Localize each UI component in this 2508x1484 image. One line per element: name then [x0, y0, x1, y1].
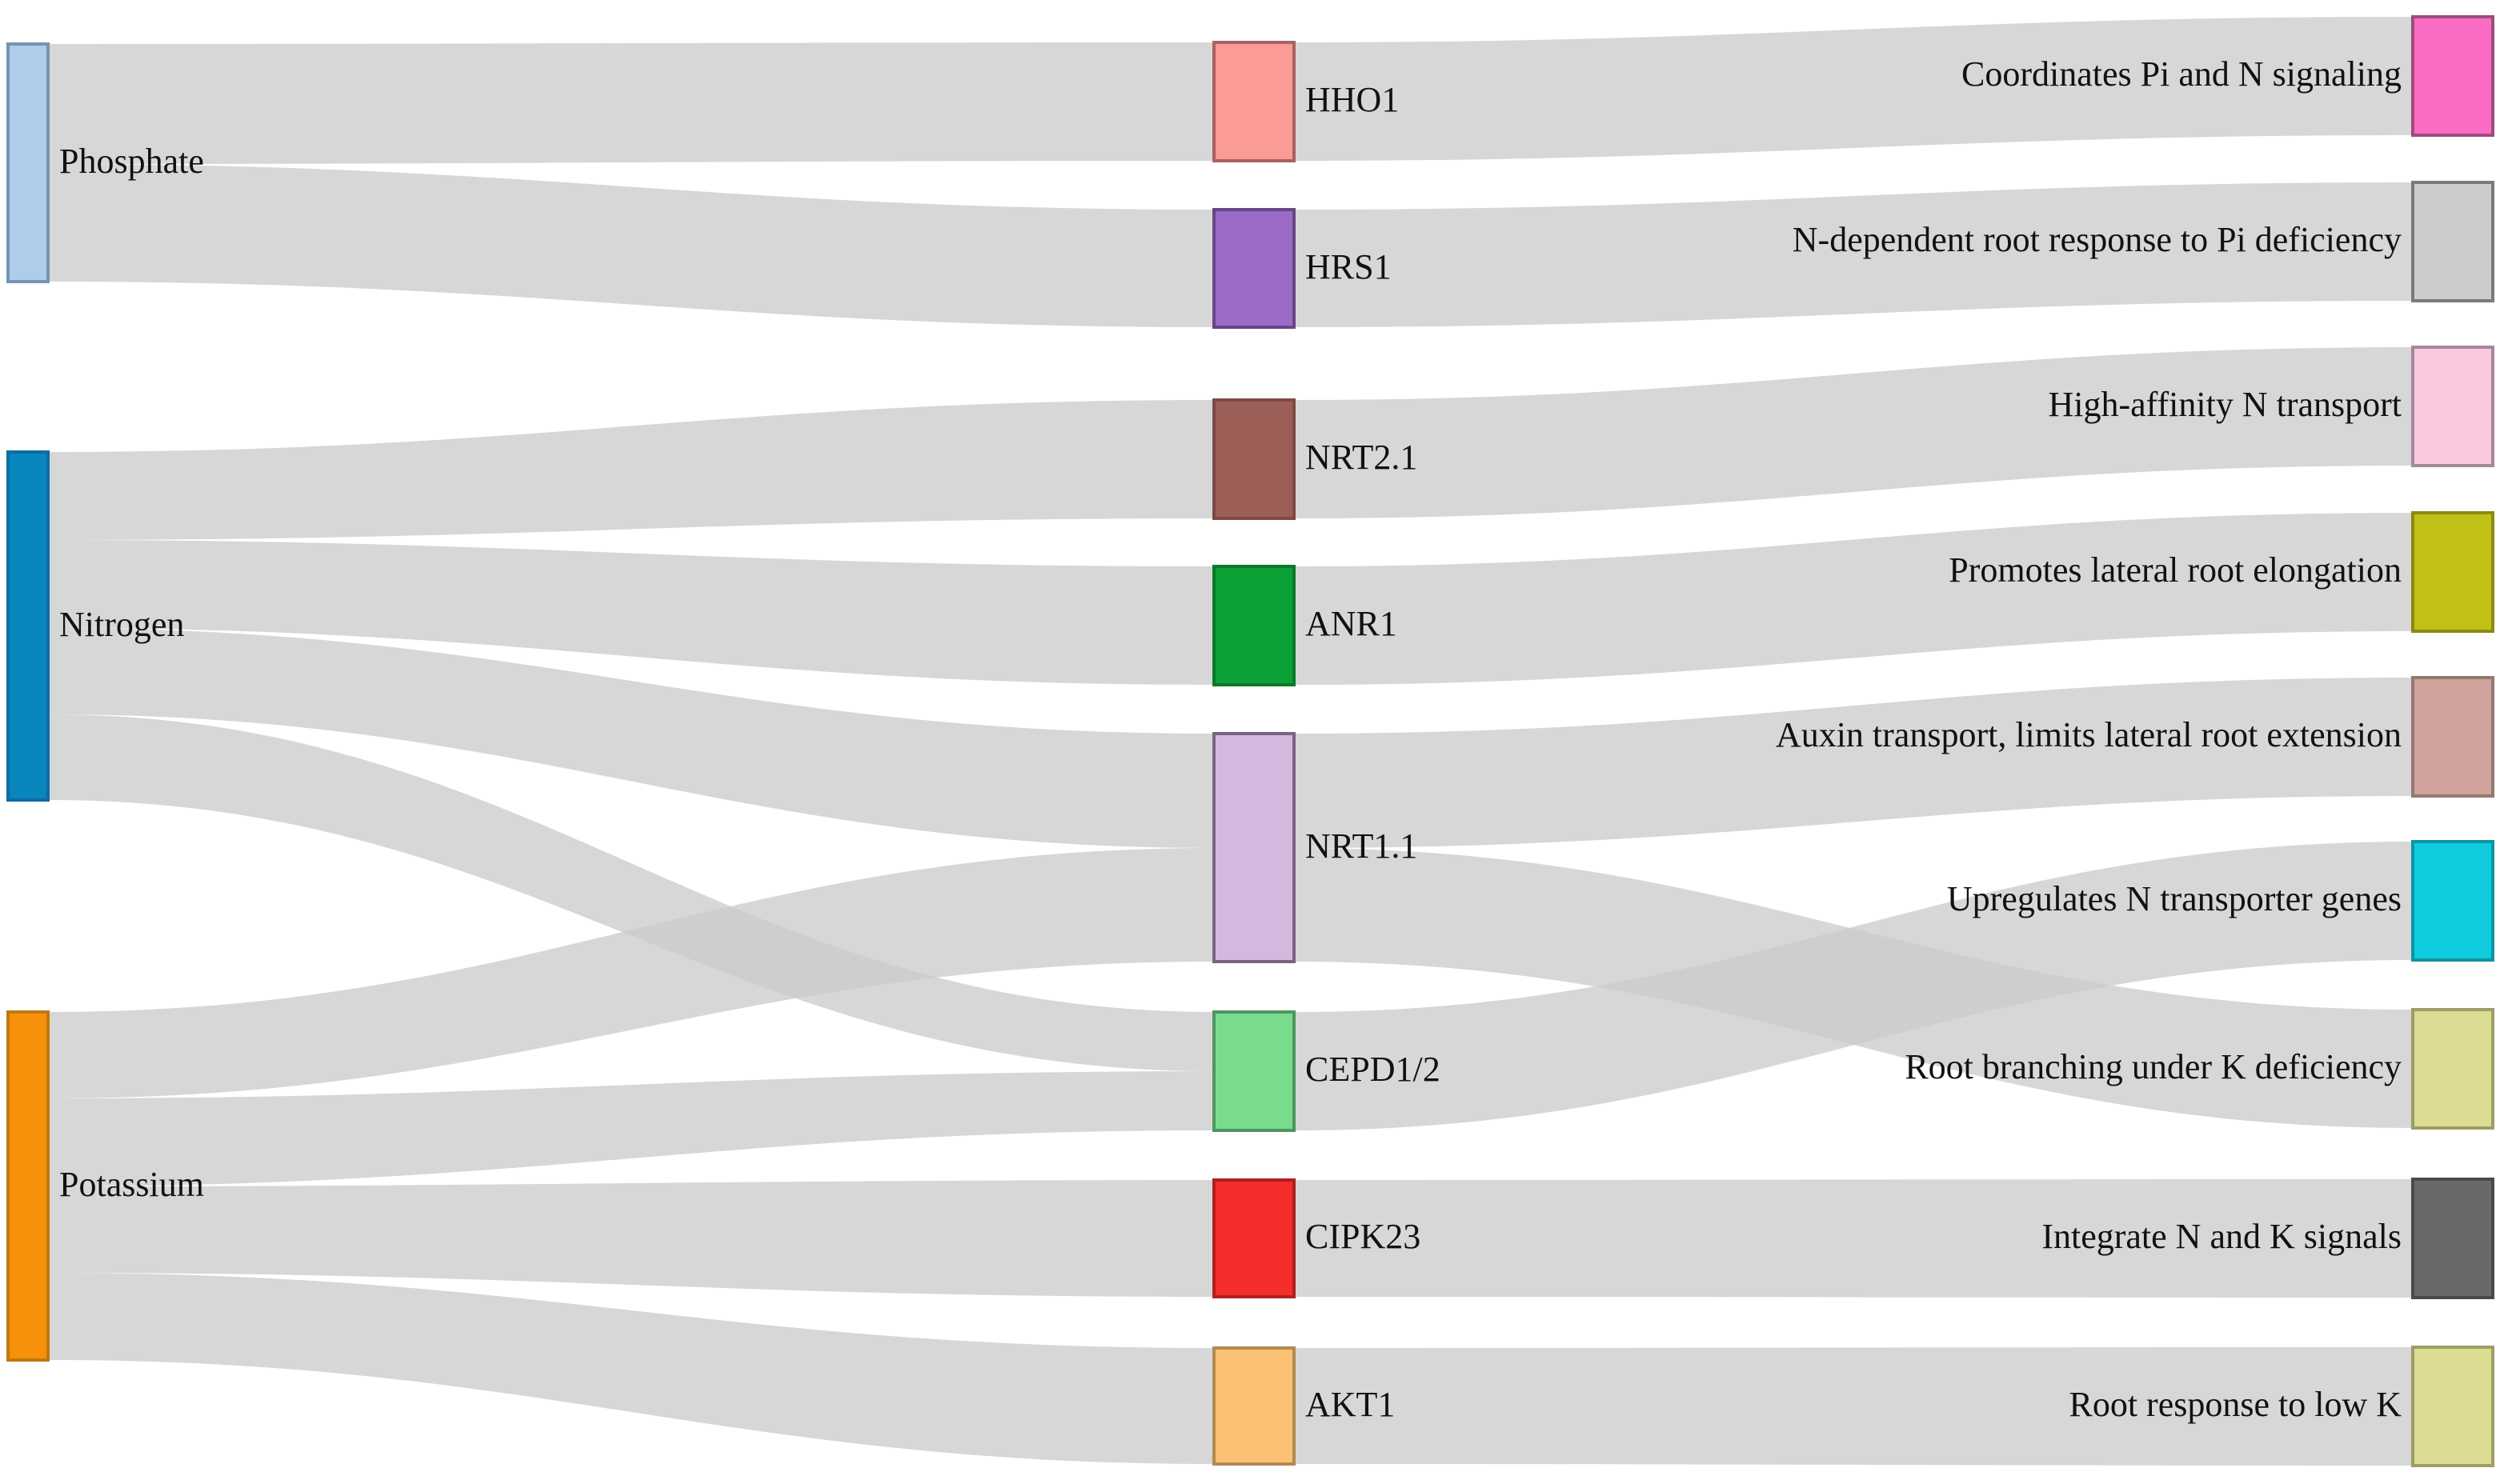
sankey-node-label: NRT2.1: [1305, 438, 1418, 477]
sankey-node-label: Integrate N and K signals: [2041, 1217, 2402, 1256]
sankey-node-label: Promotes lateral root elongation: [1949, 550, 2402, 590]
sankey-node-label: CIPK23: [1305, 1217, 1421, 1256]
sankey-node-high-affinity-n-transport[interactable]: [2411, 346, 2494, 467]
sankey-link[interactable]: [48, 628, 1214, 848]
sankey-link[interactable]: [48, 1071, 1214, 1186]
sankey-link[interactable]: [48, 1180, 1214, 1297]
sankey-node-potassium[interactable]: [6, 1010, 50, 1362]
sankey-node-hho1[interactable]: [1212, 41, 1296, 162]
sankey-node-root-response-to-low-k[interactable]: [2411, 1346, 2494, 1467]
sankey-node-nrt1-1[interactable]: [1212, 732, 1296, 963]
sankey-node-label: Nitrogen: [59, 604, 185, 644]
sankey-link[interactable]: [1294, 347, 2413, 518]
sankey-link[interactable]: [48, 540, 1214, 685]
sankey-link[interactable]: [1294, 182, 2413, 327]
sankey-node-nrt2-1[interactable]: [1212, 398, 1296, 520]
sankey-link[interactable]: [48, 1273, 1214, 1464]
sankey-links-layer: [48, 17, 2413, 1466]
sankey-node-cepd1-2[interactable]: [1212, 1010, 1296, 1132]
sankey-nodes-layer: [6, 15, 2494, 1467]
sankey-link[interactable]: [1294, 678, 2413, 848]
sankey-link[interactable]: [48, 164, 1214, 327]
sankey-node-label: NRT1.1: [1305, 826, 1418, 866]
sankey-link[interactable]: [1294, 842, 2413, 1130]
sankey-node-n-dependent-root-response-to-pi-deficiency[interactable]: [2411, 181, 2494, 302]
sankey-link[interactable]: [48, 714, 1214, 1071]
sankey-node-label: AKT1: [1305, 1384, 1396, 1424]
sankey-node-label: HHO1: [1305, 80, 1400, 119]
sankey-node-akt1[interactable]: [1212, 1346, 1296, 1466]
sankey-node-label: Potassium: [59, 1164, 204, 1204]
sankey-node-label: CEPD1/2: [1305, 1050, 1440, 1089]
sankey-node-label: N-dependent root response to Pi deficien…: [1792, 220, 2402, 259]
sankey-node-label: ANR1: [1305, 604, 1397, 643]
sankey-node-label: Upregulates N transporter genes: [1946, 879, 2402, 918]
sankey-node-hrs1[interactable]: [1212, 208, 1296, 329]
sankey-node-phosphate[interactable]: [6, 42, 50, 283]
sankey-node-label: Auxin transport, limits lateral root ext…: [1775, 715, 2402, 754]
sankey-node-label: High-affinity N transport: [2048, 385, 2402, 424]
sankey-link[interactable]: [48, 42, 1214, 164]
sankey-node-label: HRS1: [1305, 246, 1392, 286]
sankey-link[interactable]: [1294, 1179, 2413, 1298]
sankey-link[interactable]: [1294, 17, 2413, 161]
sankey-link[interactable]: [48, 400, 1214, 540]
sankey-node-coordinates-pi-and-n-signaling[interactable]: [2411, 15, 2494, 137]
sankey-node-nitrogen[interactable]: [6, 450, 50, 802]
sankey-link[interactable]: [1294, 513, 2413, 685]
sankey-node-cipk23[interactable]: [1212, 1178, 1296, 1298]
sankey-node-promotes-lateral-root-elongation[interactable]: [2411, 511, 2494, 633]
sankey-node-label: Phosphate: [59, 141, 204, 181]
sankey-node-upregulates-n-transporter-genes[interactable]: [2411, 840, 2494, 962]
sankey-node-auxin-transport-limits-lateral-root-extension[interactable]: [2411, 676, 2494, 798]
sankey-node-label: Coordinates Pi and N signaling: [1961, 54, 2402, 94]
sankey-node-label: Root branching under K deficiency: [1905, 1047, 2402, 1086]
sankey-node-root-branching-under-k-deficiency[interactable]: [2411, 1008, 2494, 1130]
sankey-node-anr1[interactable]: [1212, 565, 1296, 686]
sankey-link[interactable]: [1294, 1347, 2413, 1466]
sankey-node-integrate-n-and-k-signals[interactable]: [2411, 1178, 2494, 1299]
sankey-node-label: Root response to low K: [2069, 1385, 2402, 1424]
sankey-link[interactable]: [48, 848, 1214, 1098]
